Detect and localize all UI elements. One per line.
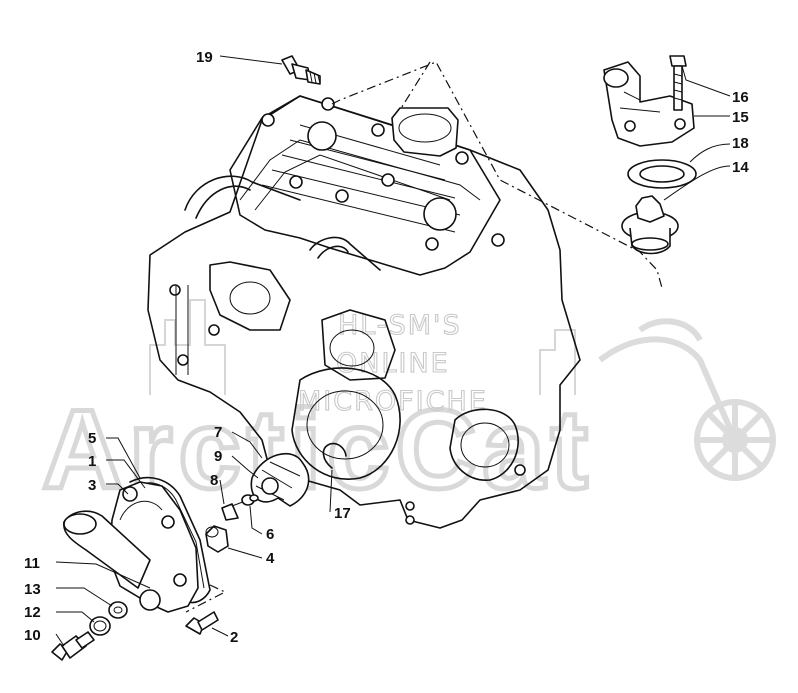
assembly-line-pump <box>185 584 227 613</box>
part-5-o-ring <box>129 476 211 604</box>
watermark-line-1: HL-SM'S <box>338 310 462 341</box>
callout-6: 6 <box>266 526 274 543</box>
callout-18: 18 <box>732 135 749 152</box>
part-4-bushing <box>205 525 229 553</box>
part-16-bolt <box>669 55 687 111</box>
callout-15: 15 <box>732 109 749 126</box>
callout-13: 13 <box>24 581 41 598</box>
callout-7: 7 <box>214 424 222 441</box>
head-bolts <box>261 97 505 251</box>
callout-5: 5 <box>88 430 96 447</box>
exhaust-ports <box>209 261 396 381</box>
part-2-screw <box>185 611 219 635</box>
part-13-washer <box>108 601 128 619</box>
watermark-line-2: ONLINE <box>336 348 450 379</box>
part-7-impeller <box>250 452 310 507</box>
part-15-thermostat-cover <box>603 61 695 147</box>
part-8-bolt <box>221 499 249 521</box>
part-17-circlip <box>322 442 347 469</box>
callout-16: 16 <box>732 89 749 106</box>
thermostat-housing-mount <box>391 107 459 157</box>
engine-block <box>147 95 581 529</box>
callout-12: 12 <box>24 604 41 621</box>
part-14-thermostat <box>621 195 679 255</box>
watermark-motorcycle-icon <box>598 318 776 481</box>
watermark: ArcticCat HL-SM'S ONLINE MICROFICHE <box>40 299 776 515</box>
callout-8: 8 <box>210 472 218 489</box>
case-bolts <box>169 284 526 525</box>
assembly-line-thermostat <box>331 61 663 289</box>
part-12-o-ring <box>89 616 111 636</box>
callout-3: 3 <box>88 477 96 494</box>
callout-4: 4 <box>266 550 275 567</box>
callout-11: 11 <box>24 555 40 572</box>
part-10-fitting <box>51 631 95 661</box>
callout-10: 10 <box>24 627 41 644</box>
coolant-hose <box>184 175 301 219</box>
callout-14: 14 <box>732 159 749 176</box>
callout-9: 9 <box>214 448 222 465</box>
callout-19: 19 <box>196 49 213 66</box>
callout-2: 2 <box>230 629 238 646</box>
part-3-pump-housing <box>63 481 199 613</box>
part-18-gasket <box>627 159 697 189</box>
part-19-temperature-sensor <box>281 55 321 85</box>
callout-1: 1 <box>88 453 96 470</box>
leader-lines <box>55 55 731 647</box>
callout-17: 17 <box>334 505 351 522</box>
callout-labels: 19 16 15 18 14 5 1 3 7 9 8 6 4 17 11 13 … <box>24 49 749 646</box>
